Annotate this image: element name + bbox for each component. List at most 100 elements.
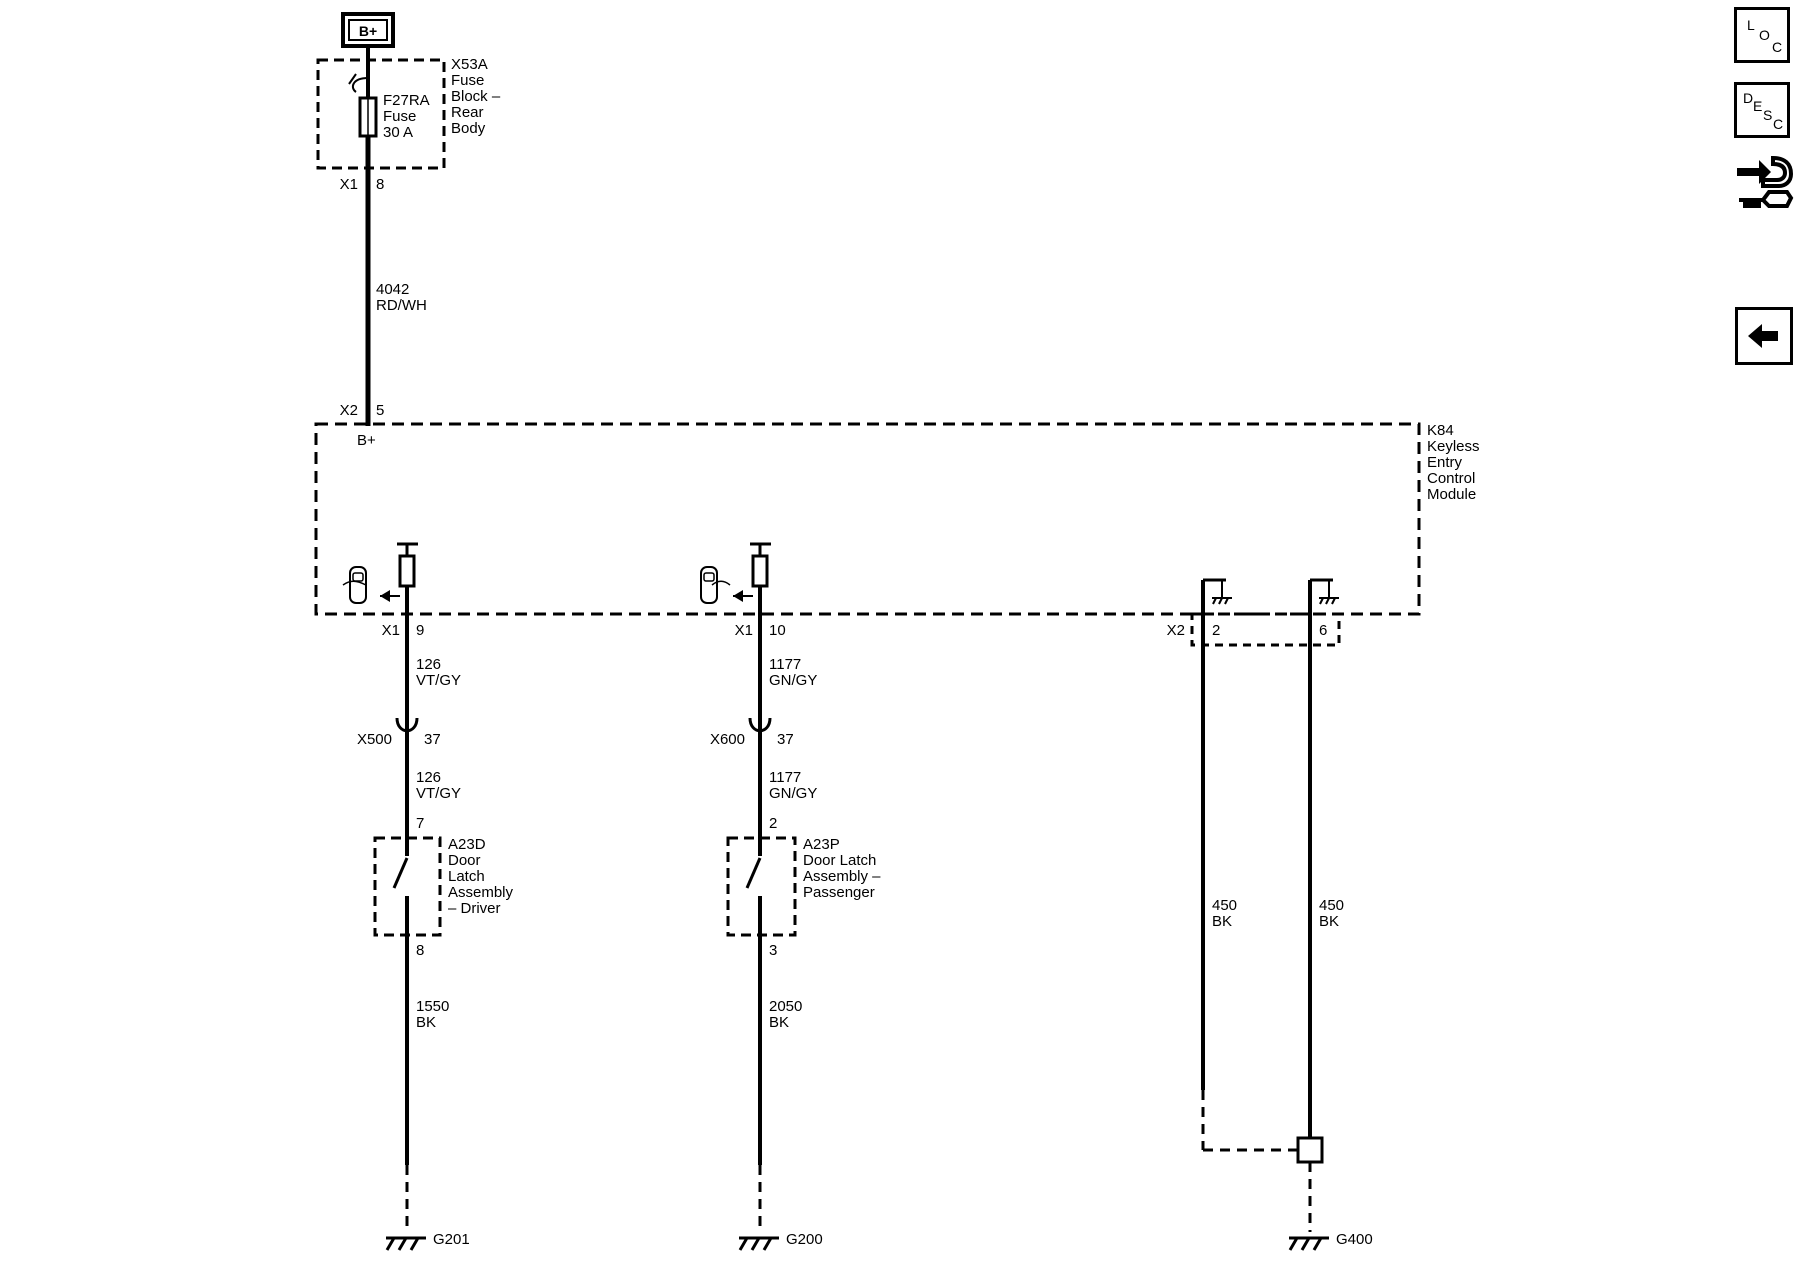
fuse-block-name-line: Body [451, 120, 486, 137]
passenger-door-circuit: X1 10 1177 GN/GY X600 37 1177 GN/GY 2 A2… [700, 542, 881, 1251]
fuse-label-line: Fuse [383, 108, 416, 125]
fuse-label-line: 30 A [383, 124, 413, 141]
driver-module-connector: X1 [382, 622, 400, 639]
wire-450-a-circuit: 450 [1212, 897, 1237, 914]
passenger-module-connector: X1 [735, 622, 753, 639]
driver-latch-label: A23D Door Latch Assembly – Driver [448, 836, 514, 917]
driver-input-arrow-icon [380, 590, 390, 602]
ground-g400-icon [1288, 1236, 1329, 1251]
back-button[interactable] [1735, 307, 1793, 365]
ground-g201-icon [385, 1236, 426, 1251]
wire-450-b-circuit: 450 [1319, 897, 1344, 914]
passenger-latch-label: A23P Door Latch Assembly – Passenger [803, 836, 881, 901]
fuse-block-box [316, 58, 446, 170]
passenger-ground-label: G200 [786, 1231, 823, 1248]
desc-letter: C [1773, 116, 1784, 132]
connector-tools-button[interactable] [1733, 152, 1795, 216]
module-power-pin: 5 [376, 402, 384, 419]
passenger-wire-a-circuit: 1177 [769, 656, 801, 673]
passenger-inline-connector: X600 [710, 731, 745, 748]
module-power-connector: X2 [340, 402, 358, 419]
fuse-block-name-line: Rear [451, 104, 484, 121]
driver-switch-line: Door [448, 852, 481, 869]
driver-switch-pin-out: 8 [416, 942, 424, 959]
hook-tick [348, 73, 357, 85]
passenger-wire-b-color: GN/GY [769, 785, 817, 802]
module-name-line: Keyless [1427, 438, 1480, 455]
driver-wire-a-color: VT/GY [416, 672, 461, 689]
passenger-latch-switch-icon [745, 857, 762, 889]
desc-letter: D [1743, 90, 1754, 106]
keyless-entry-module-box [314, 422, 1421, 616]
passenger-module-pin: 10 [769, 622, 786, 639]
passenger-ground-wire-circuit: 2050 [769, 998, 802, 1015]
driver-switch-line: – Driver [448, 900, 501, 917]
module-ground-pin-a: 2 [1212, 622, 1220, 639]
driver-latch-switch-icon [392, 857, 409, 889]
loc-button[interactable]: L O C [1734, 7, 1790, 63]
inline-connector-x500-icon [395, 717, 419, 733]
module-name-line: Module [1427, 486, 1476, 503]
passenger-switch-pin-out: 3 [769, 942, 777, 959]
ground-splice-icon [1296, 1136, 1324, 1164]
fuse-block-id: X53A [451, 56, 488, 73]
driver-switch-line: Assembly [448, 884, 514, 901]
loc-letter: O [1759, 27, 1770, 43]
passenger-inline-pin: 37 [777, 731, 794, 748]
wire-450-b-color: BK [1319, 913, 1339, 930]
door-status-icon [700, 566, 731, 604]
back-arrow-icon [1748, 324, 1778, 348]
inline-connector-x600-icon [748, 717, 772, 733]
fuse-block-hook-icon [351, 77, 369, 93]
module-ground-label: G400 [1336, 1231, 1373, 1248]
passenger-switch-id: A23P [803, 836, 840, 853]
driver-latch-box [373, 836, 442, 937]
fuse-block-connector: X1 [340, 176, 358, 193]
fuse-label-line: F27RA [383, 92, 430, 109]
passenger-wire-a-color: GN/GY [769, 672, 817, 689]
module-ground-connector: X2 [1167, 622, 1185, 639]
module-name-line: Entry [1427, 454, 1463, 471]
module-internal-ground-icon [1212, 580, 1232, 605]
switch-gap [753, 856, 769, 896]
fuse-label: F27RA Fuse 30 A [383, 92, 430, 141]
driver-switch-id: A23D [448, 836, 486, 853]
fuse-block-pin: 8 [376, 176, 384, 193]
module-name-line: Control [1427, 470, 1475, 487]
driver-wire-b-color: VT/GY [416, 785, 461, 802]
switch-gap [400, 856, 416, 896]
module-id: K84 [1427, 422, 1454, 439]
passenger-input-arrow-icon [733, 590, 743, 602]
fuse-block-label: X53A Fuse Block – Rear Body [451, 56, 501, 137]
driver-inline-pin: 37 [424, 731, 441, 748]
desc-letter: S [1763, 107, 1773, 123]
module-ground-pin-b: 6 [1319, 622, 1327, 639]
passenger-latch-box [726, 836, 797, 937]
fuse-block-name-line: Block – [451, 88, 501, 105]
module-label: K84 Keyless Entry Control Module [1427, 422, 1480, 503]
desc-button[interactable]: D E S C [1734, 82, 1790, 138]
driver-ground-wire-circuit: 1550 [416, 998, 449, 1015]
desc-letter: E [1753, 98, 1763, 114]
driver-switch-pin-in: 7 [416, 815, 424, 832]
passenger-ground-wire-color: BK [769, 1014, 789, 1031]
passenger-switch-line: Assembly – [803, 868, 881, 885]
door-status-icon [342, 566, 367, 604]
driver-switch-line: Latch [448, 868, 485, 885]
fuse-block-name-line: Fuse [451, 72, 484, 89]
driver-resistor-icon [398, 554, 416, 588]
wire-450-a-color: BK [1212, 913, 1232, 930]
loc-letter: L [1747, 17, 1755, 33]
passenger-resistor-icon [751, 554, 769, 588]
module-ground-circuit: X2 2 6 450 BK 450 BK G400 [1167, 578, 1373, 1251]
driver-door-circuit: X1 9 126 VT/GY X500 37 126 VT/GY 7 A23D … [342, 542, 514, 1251]
driver-wire-b-circuit: 126 [416, 769, 441, 786]
wire-4042-color: RD/WH [376, 297, 427, 314]
module-power-input-label: B+ [357, 432, 376, 449]
module-internal-ground-icon [1319, 580, 1339, 605]
module-ground-connector-box [1190, 612, 1341, 647]
power-symbol-label: B+ [359, 23, 377, 39]
passenger-wire-b-circuit: 1177 [769, 769, 801, 786]
driver-wire-a-circuit: 126 [416, 656, 441, 673]
